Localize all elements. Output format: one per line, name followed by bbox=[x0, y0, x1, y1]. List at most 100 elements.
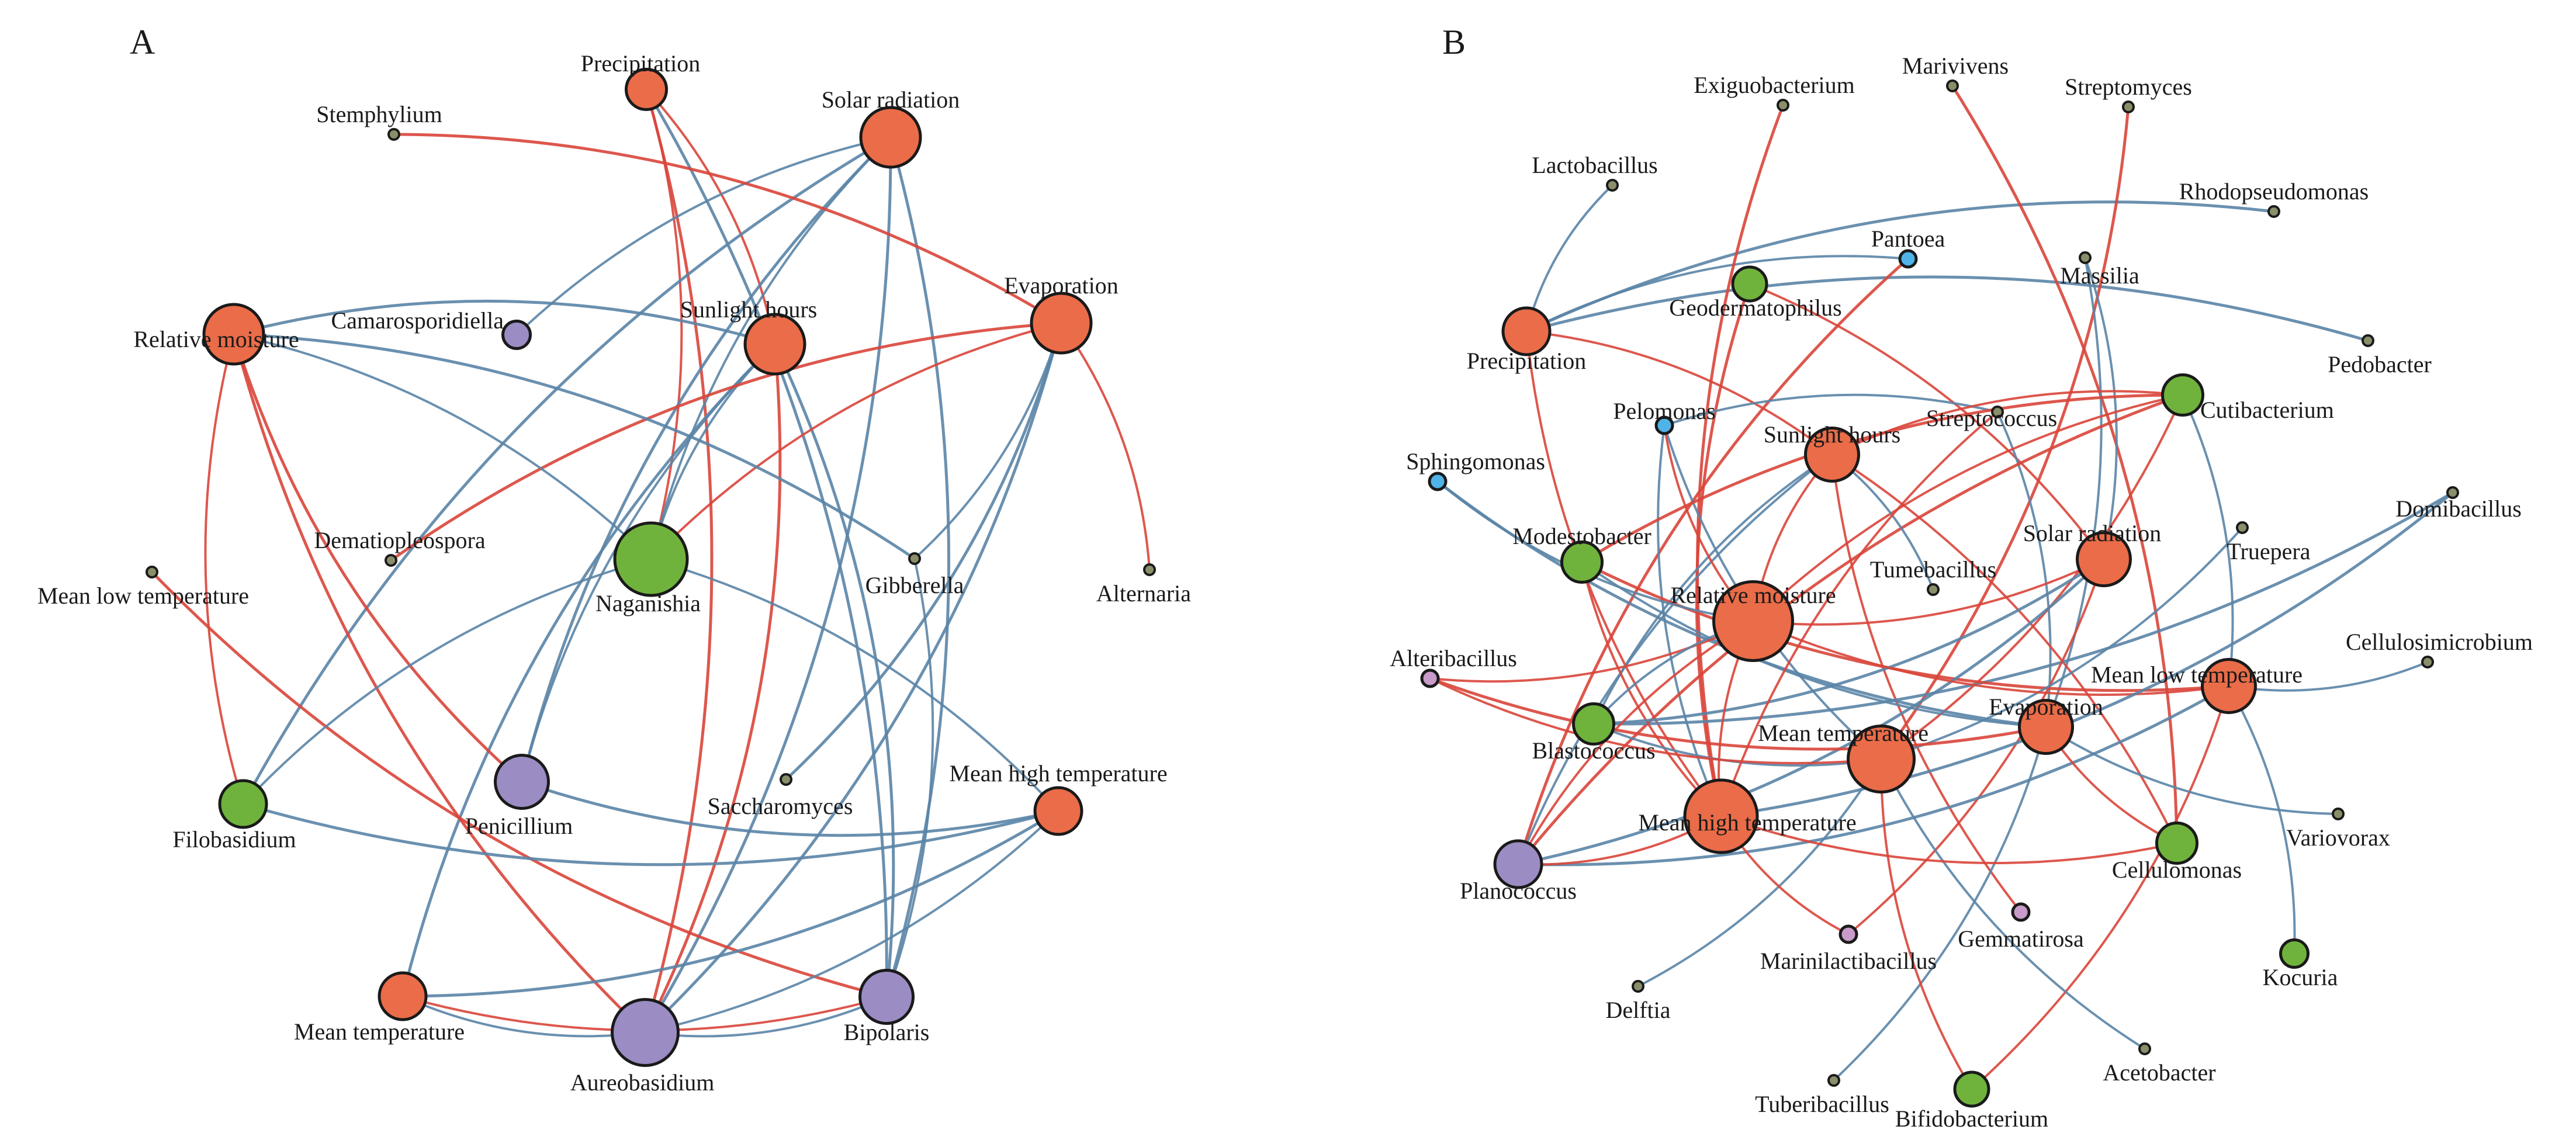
node-precipitation: Precipitation bbox=[1467, 306, 1586, 374]
node-gibberella: Gibberella bbox=[865, 552, 964, 598]
edge-cutibacterium-mean-low-temperature bbox=[2182, 394, 2234, 687]
node-evaporation: Evaporation bbox=[1989, 694, 2103, 755]
node-circle-cutibacterium bbox=[2161, 373, 2204, 417]
edge-relative-moisture-aureobasidium bbox=[232, 334, 646, 1034]
node-circle-delftia bbox=[1632, 980, 1644, 993]
node-planococcus: Planococcus bbox=[1460, 839, 1577, 904]
node-circle-gibberella bbox=[908, 552, 921, 565]
node-circle-alteribacillus bbox=[1420, 668, 1440, 688]
node-circle-mean-high-temperature bbox=[1033, 786, 1083, 836]
node-circle-streptococcus bbox=[1991, 406, 2004, 418]
node-filobasidium: Filobasidium bbox=[172, 779, 296, 853]
node-label-blastococcus: Blastococcus bbox=[1532, 737, 1655, 764]
node-circle-domibacillus bbox=[2446, 486, 2459, 499]
node-streptomyces: Streptomyces bbox=[2065, 74, 2192, 113]
node-label-naganishia: Naganishia bbox=[595, 590, 701, 616]
edge-sunlight-hours-mean-temperature bbox=[401, 343, 776, 997]
edge-mean-temperature-alteribacillus bbox=[1429, 677, 1882, 765]
node-label-alteribacillus: Alteribacillus bbox=[1390, 645, 1517, 671]
panel-b-label: B bbox=[1442, 23, 1466, 61]
node-pelomonas: Pelomonas bbox=[1613, 398, 1716, 435]
node-label-pantoea: Pantoea bbox=[1871, 226, 1945, 252]
node-cutibacterium: Cutibacterium bbox=[2161, 373, 2334, 423]
node-label-relative-moisture: Relative moisture bbox=[1670, 582, 1836, 608]
node-circle-kocuria bbox=[2279, 938, 2310, 969]
node-circle-lactobacillus bbox=[1606, 179, 1619, 192]
node-label-solar-radiation: Solar radiation bbox=[2023, 520, 2162, 546]
edge-precipitation-mean-high-temperature bbox=[1525, 331, 1722, 817]
node-streptococcus: Streptococcus bbox=[1926, 405, 2057, 431]
node-label-tumebacillus: Tumebacillus bbox=[1870, 556, 1996, 583]
node-sphingomonas: Sphingomonas bbox=[1406, 448, 1545, 491]
edge-precipitation-sunlight-hours bbox=[1526, 330, 1833, 456]
node-exiguobacterium: Exiguobacterium bbox=[1694, 72, 1855, 112]
node-relative-moisture: Relative moisture bbox=[1670, 580, 1836, 662]
edge-solar-radiation-camarosporidiella bbox=[515, 136, 891, 336]
node-label-mean-low-temperature: Mean low temperature bbox=[2091, 661, 2303, 688]
edge-solar-radiation-relative-moisture bbox=[1753, 558, 2104, 626]
edge-mean-temperature-acetobacter bbox=[1880, 758, 2146, 1050]
node-label-domibacillus: Domibacillus bbox=[2395, 495, 2522, 522]
node-domibacillus: Domibacillus bbox=[2395, 486, 2522, 522]
node-sunlight-hours: Sunlight hours bbox=[680, 296, 817, 376]
panel-b: B ExiguobacteriumMarivivensStreptomycesL… bbox=[1390, 23, 2533, 1132]
edge-solar-radiation-planococcus bbox=[1518, 558, 2105, 866]
node-circle-mean-low-temperature bbox=[2201, 658, 2257, 714]
edge-evaporation-alternaria bbox=[1060, 322, 1151, 570]
node-blastococcus: Blastococcus bbox=[1532, 702, 1656, 764]
node-label-mean-high-temperature: Mean high temperature bbox=[949, 760, 1167, 786]
node-circle-camarosporidiella bbox=[501, 320, 532, 350]
node-cellulosimicrobium: Cellulosimicrobium bbox=[2346, 629, 2533, 668]
node-relative-moisture: Relative moisture bbox=[133, 303, 299, 366]
node-circle-pantoea bbox=[1898, 249, 1918, 269]
edge-solar-radiation-blastococcus bbox=[1593, 557, 2105, 726]
node-mean-high-temperature: Mean high temperature bbox=[949, 760, 1168, 836]
node-circle-marivivens bbox=[1946, 79, 1959, 92]
node-label-solar-radiation: Solar radiation bbox=[822, 86, 960, 113]
node-marivivens: Marivivens bbox=[1902, 53, 2009, 92]
node-cellulomonas: Cellulomonas bbox=[2112, 822, 2242, 883]
node-circle-mean-low-temperature bbox=[146, 566, 158, 578]
node-label-kocuria: Kocuria bbox=[2263, 964, 2338, 990]
edge-mean-high-temperature-filobasidium bbox=[243, 802, 1059, 867]
edge-sunlight-hours-planococcus bbox=[1517, 453, 1833, 865]
node-label-bipolaris: Bipolaris bbox=[844, 1019, 930, 1045]
node-precipitation: Precipitation bbox=[581, 50, 700, 111]
edge-streptococcus-evaporation bbox=[1996, 411, 2052, 727]
node-circle-filobasidium bbox=[218, 779, 268, 829]
edge-relative-moisture-penicillium bbox=[232, 334, 523, 783]
node-truepera: Truepera bbox=[2227, 521, 2311, 564]
node-marinilactibacillus: Marinilactibacillus bbox=[1760, 924, 1937, 974]
node-tumebacillus: Tumebacillus bbox=[1870, 556, 1996, 596]
node-label-cellulosimicrobium: Cellulosimicrobium bbox=[2346, 629, 2533, 655]
edge-gibberella-bipolaris bbox=[885, 558, 934, 997]
node-mean-high-temperature: Mean high temperature bbox=[1638, 778, 1857, 854]
edge-precipitation-pedobacter bbox=[1526, 275, 2369, 342]
node-modestobacter: Modestobacter bbox=[1512, 523, 1651, 584]
node-label-penicillium: Penicillium bbox=[465, 813, 573, 839]
node-circle-sunlight-hours bbox=[743, 313, 806, 376]
edge-solar-radiation-bipolaris bbox=[885, 137, 950, 997]
edge-massilia-solar-radiation bbox=[2084, 257, 2118, 560]
edge-mean-high-temperature-cellulomonas bbox=[1720, 815, 2177, 864]
edge-evaporation-naganishia bbox=[650, 322, 1062, 560]
edge-domibacillus-mean-high-temperature bbox=[1720, 491, 2454, 818]
edge-relative-moisture-planococcus bbox=[1517, 620, 1754, 865]
node-circle-blastococcus bbox=[1572, 702, 1615, 746]
edge-evaporation-alteribacillus bbox=[1429, 677, 2047, 751]
edge-evaporation-saccharomyces bbox=[785, 323, 1063, 781]
node-camarosporidiella: Camarosporidiella bbox=[331, 307, 532, 350]
node-circle-stemphylium bbox=[387, 128, 400, 141]
node-label-filobasidium: Filobasidium bbox=[172, 826, 296, 853]
node-circle-precipitation bbox=[1501, 306, 1552, 356]
edge-mean-temperature-delftia bbox=[1637, 758, 1882, 987]
node-label-pedobacter: Pedobacter bbox=[2328, 351, 2432, 377]
node-label-pelomonas: Pelomonas bbox=[1613, 398, 1716, 424]
node-label-delftia: Delftia bbox=[1605, 997, 1670, 1023]
edge-precipitation-lactobacillus bbox=[1525, 184, 1614, 332]
node-aureobasidium: Aureobasidium bbox=[570, 998, 714, 1096]
edge-solar-radiation-aureobasidium bbox=[643, 137, 892, 1034]
node-circle-gemmatirosa bbox=[2011, 902, 2031, 922]
